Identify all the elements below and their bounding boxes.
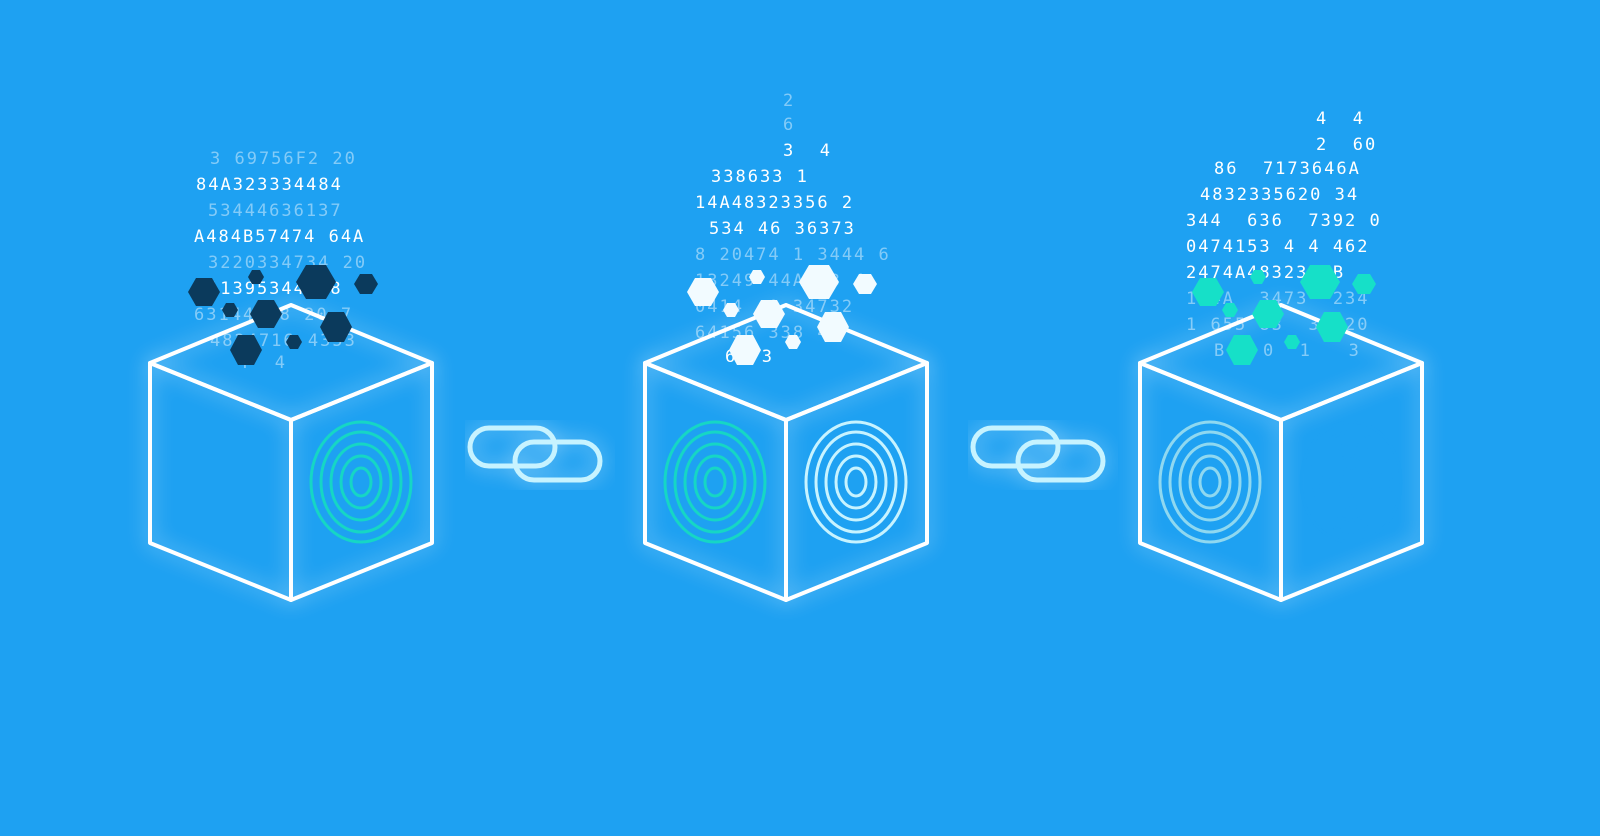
digit-line: 8 20474 1 3444 6 [695, 245, 891, 265]
digit-line: 6 3 [725, 347, 774, 367]
block-2-cube [643, 265, 929, 602]
digit-line: 3220334734 20 [208, 253, 368, 273]
digit-line: 0474153 4 4 462 [1186, 237, 1370, 257]
fingerprint-icon [663, 420, 767, 544]
cube-right-face [289, 361, 434, 602]
digit-line: 4832335620 34 [1200, 185, 1360, 205]
block-3-cube [1138, 265, 1424, 602]
digit-line: 53444636137 [208, 201, 343, 221]
block-2-panel: 2 6 3 4 338633 1 14A48323356 2 534 46 36… [565, 0, 1045, 836]
digit-line: 4 4 [1316, 109, 1365, 129]
fingerprint-icon [804, 420, 908, 544]
digit-line: 3 69756F2 20 [210, 149, 357, 169]
digit-line: 338633 1 [711, 167, 809, 187]
fingerprint-icon [1299, 420, 1403, 544]
block-1-cube [148, 265, 434, 602]
chain-link-icon [467, 425, 603, 483]
digit-line: 84A323334484 [196, 175, 343, 195]
digit-line: 344 636 7392 0 [1186, 211, 1382, 231]
digit-line: A484B57474 64A [194, 227, 366, 247]
cube-top-face [1138, 303, 1424, 422]
digit-line: 3 4 [783, 141, 832, 161]
hexagon-cluster [687, 265, 877, 365]
digit-line: 86 7173646A [1214, 159, 1361, 179]
fingerprint-icon [309, 420, 413, 544]
cube-left-face [148, 361, 293, 602]
cube-top-face [148, 303, 434, 422]
digit-line: B 0 1 3 [1214, 341, 1361, 361]
digit-line: 6 [783, 115, 796, 135]
digit-line: 2 60 [1316, 135, 1378, 155]
digit-line: 534 46 36373 [709, 219, 856, 239]
hexagon-cluster [1192, 265, 1376, 365]
digit-line: 14A48323356 2 [695, 193, 855, 213]
cube-right-face [1279, 361, 1424, 602]
block-3-panel: 4 4 2 60 86 7173646A 4832335620 34 344 6… [1060, 0, 1540, 836]
chain-link-icon [970, 425, 1106, 483]
block-1-panel: 3 69756F2 20 84A323334484 53444636137 A4… [70, 0, 550, 836]
cube-right-face [784, 361, 929, 602]
cube-top-face [643, 303, 929, 422]
block-1-digits: 3 69756F2 20 84A323334484 53444636137 A4… [70, 0, 550, 420]
fingerprint-icon [1158, 420, 1262, 544]
hexagon-cluster [188, 265, 378, 365]
digit-line: 2 [783, 91, 796, 111]
